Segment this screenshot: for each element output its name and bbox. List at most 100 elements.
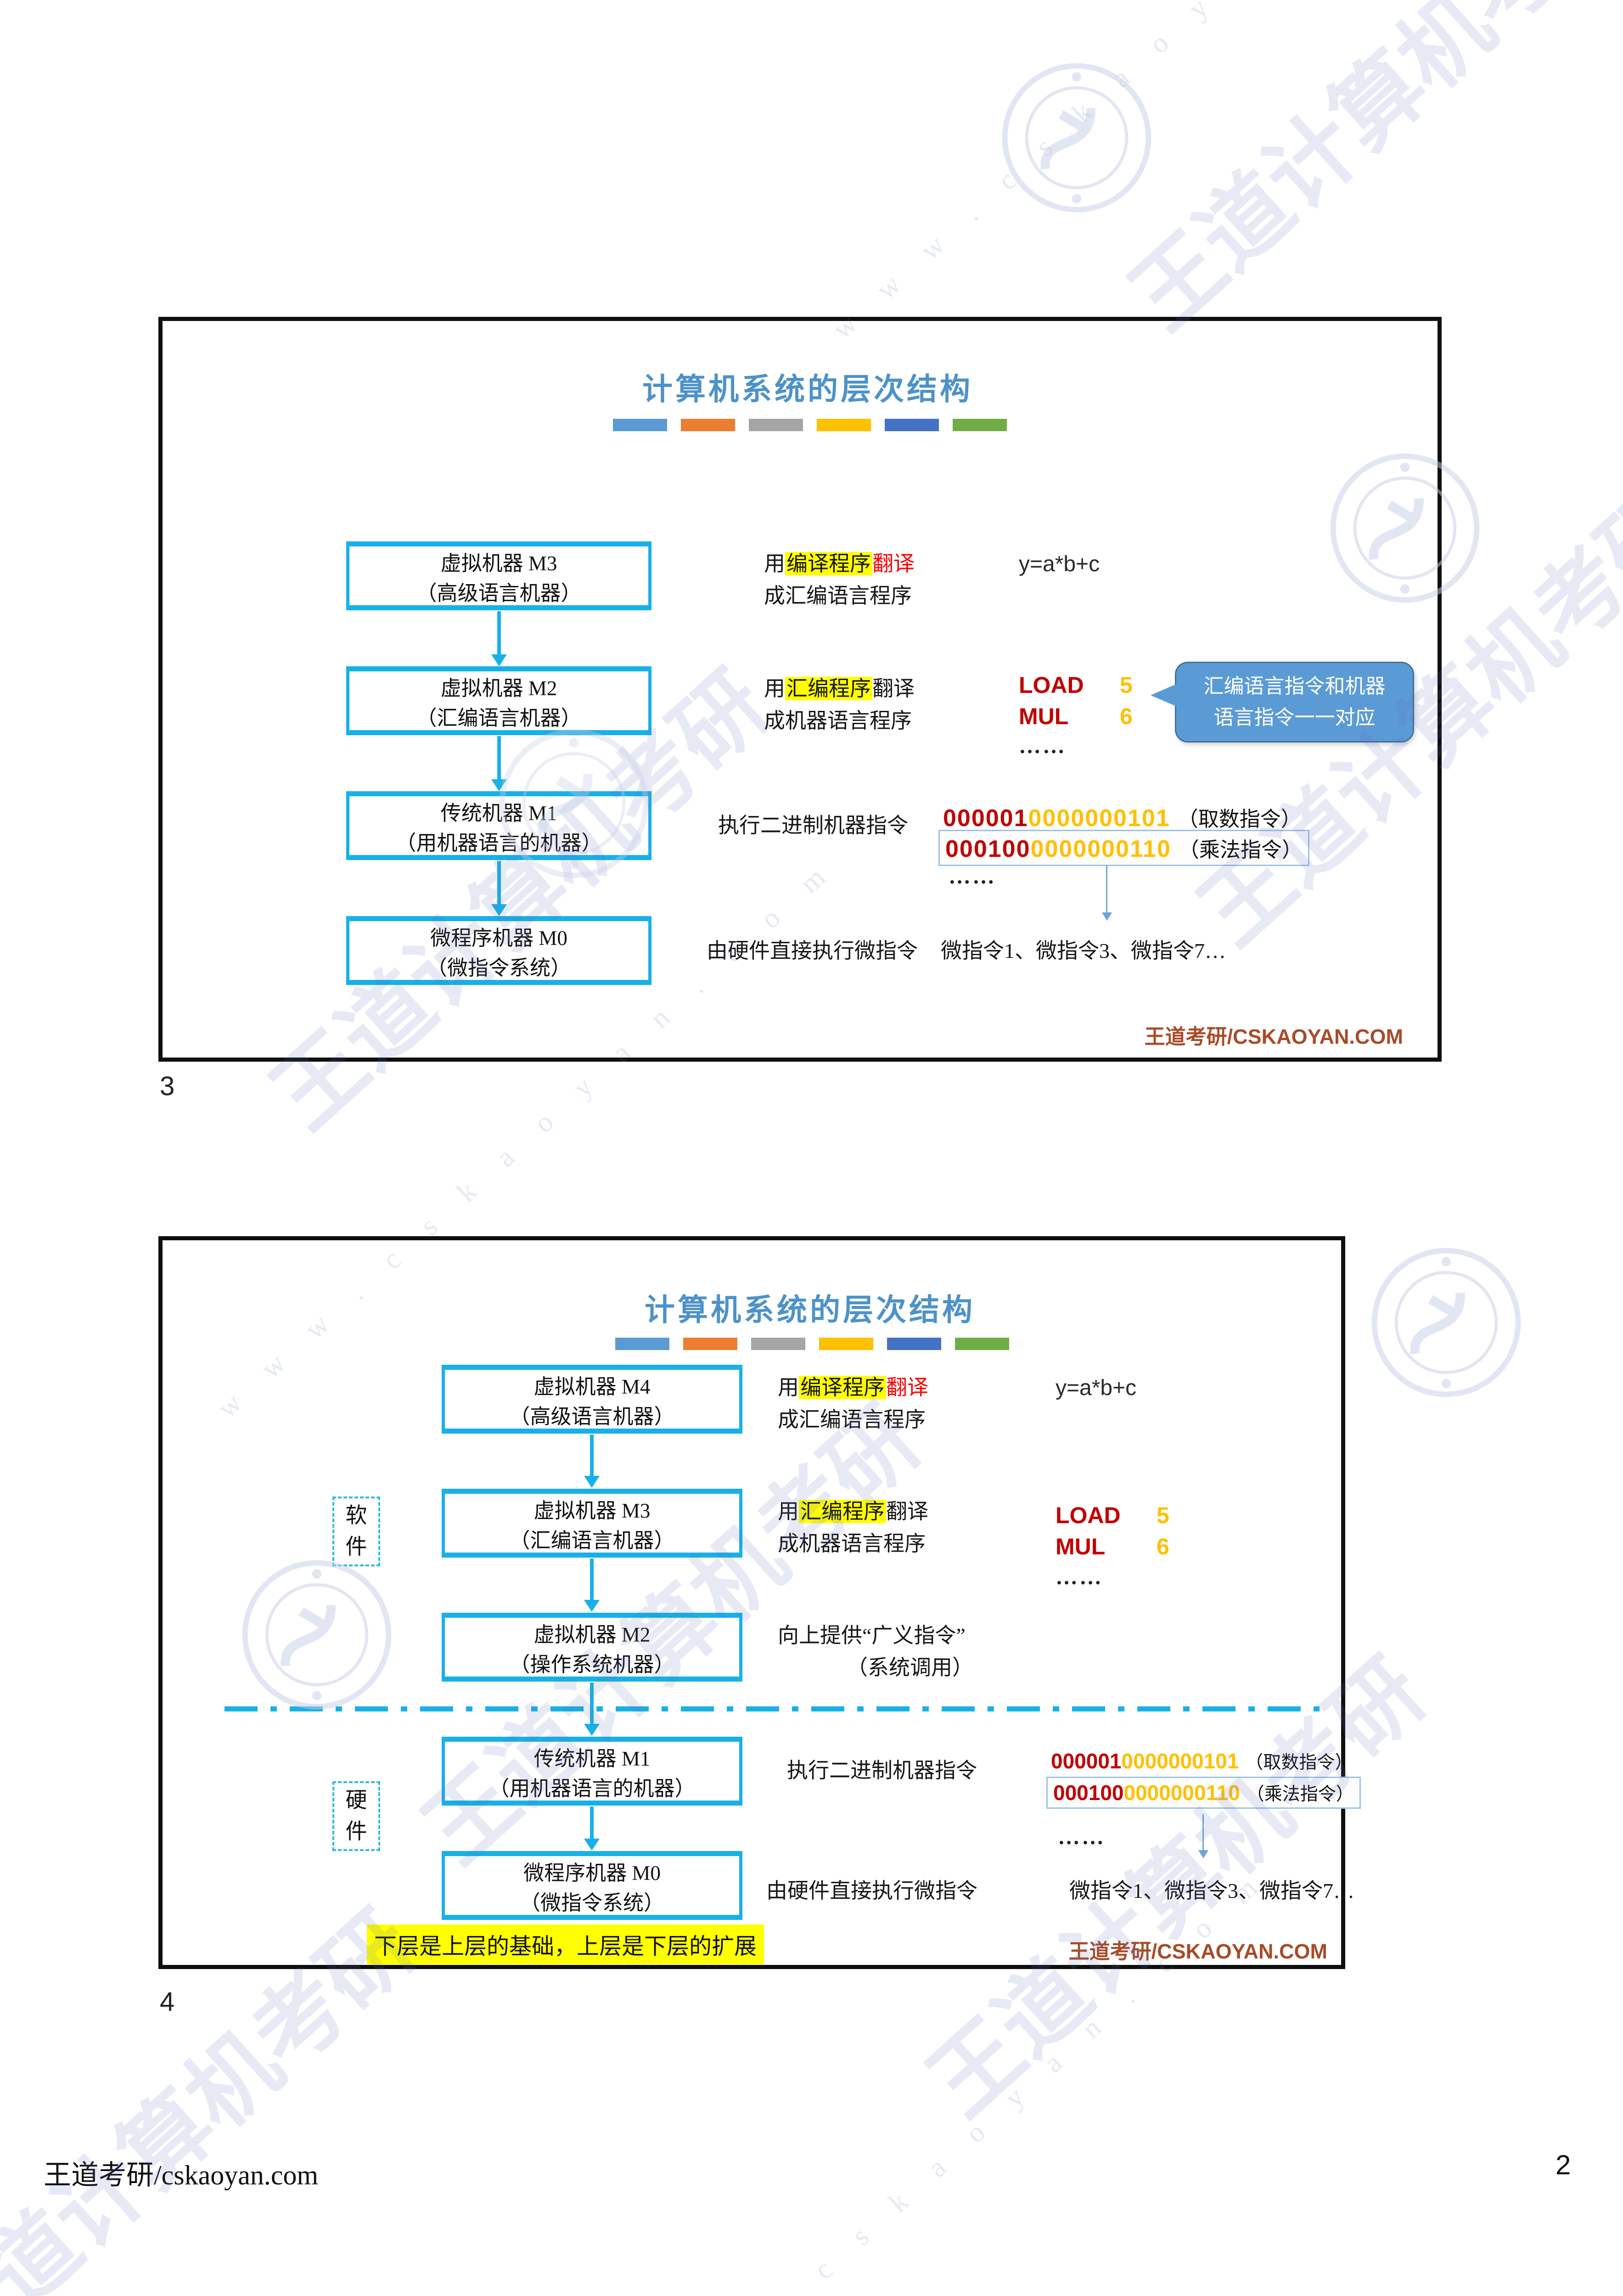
- ellipsis: ……: [1056, 1565, 1103, 1589]
- machine-box-m2: 虚拟机器 M2 （操作系统机器）: [442, 1613, 742, 1682]
- slide-4: 计算机系统的层次结构 虚拟机器 M4 （高级语言机器） 虚拟机器 M3 （汇编语…: [158, 1236, 1361, 1969]
- asm-num-6: 6: [1157, 1534, 1169, 1559]
- bar-gold: [819, 1338, 873, 1350]
- machine-sub: （高级语言机器）: [509, 1405, 675, 1428]
- down-arrow-icon: [590, 1559, 594, 1601]
- machine-name: 虚拟机器 M2: [534, 1623, 651, 1646]
- instruction-note: （乘法指令）: [1246, 1784, 1354, 1804]
- address: 0000000101: [1121, 1749, 1239, 1773]
- ellipsis: ……: [1058, 1825, 1106, 1849]
- machine-sub: （微指令系统）: [519, 1891, 664, 1914]
- red-text: 翻译: [872, 552, 915, 575]
- machine-name: 微程序机器 M0: [430, 927, 567, 950]
- bar-green: [955, 1338, 1009, 1350]
- highlighted-text: 汇编程序: [785, 677, 872, 700]
- row3-line1: 向上提供“广义指令”: [778, 1624, 966, 1647]
- machine-box-m4: 虚拟机器 M4 （高级语言机器）: [442, 1365, 742, 1434]
- slide-page-number: 3: [160, 1071, 175, 1101]
- thin-down-arrow-icon: [1202, 1814, 1204, 1851]
- address: 0000000110: [1123, 1781, 1240, 1805]
- machine-box-m0: 微程序机器 M0 （微指令系统）: [346, 916, 651, 985]
- address: 0000000101: [1028, 805, 1170, 832]
- down-arrow-icon: [497, 736, 501, 780]
- bar-darkblue: [885, 419, 939, 431]
- bar-gold: [817, 419, 871, 431]
- machine-box-m1: 传统机器 M1 （用机器语言的机器）: [346, 791, 651, 860]
- machine-name: 微程序机器 M0: [523, 1862, 661, 1885]
- machine-name: 传统机器 M1: [440, 802, 557, 825]
- opcode: 000100: [1053, 1781, 1124, 1805]
- row5-label: 由硬件直接执行微指令: [766, 1879, 977, 1902]
- highlighted-text: 汇编程序: [799, 1500, 886, 1523]
- asm-op-load: LOAD: [1019, 672, 1084, 698]
- page-footer-brand: 王道考研/cskaoyan.com: [44, 2160, 319, 2190]
- machine-name: 虚拟机器 M3: [440, 552, 557, 575]
- microinstruction-list: 微指令1、微指令3、微指令7…: [941, 939, 1226, 962]
- title-divider-bars: [615, 1338, 1009, 1350]
- machine-sub: （高级语言机器）: [416, 582, 582, 605]
- bar-darkblue: [887, 1338, 941, 1350]
- row3-line2: （系统调用）: [847, 1656, 973, 1679]
- asm-op-mul: MUL: [1019, 703, 1069, 729]
- instruction-note: （乘法指令）: [1178, 838, 1303, 861]
- microinstruction-list: 微指令1、微指令3、微指令7…: [1069, 1879, 1354, 1902]
- down-arrow-icon: [590, 1683, 594, 1725]
- label-text: 硬件: [345, 1788, 367, 1844]
- software-hardware-divider: [225, 1706, 1320, 1711]
- highlighted-text: 编译程序: [785, 552, 872, 575]
- bar-blue: [613, 419, 667, 431]
- machine-sub: （微指令系统）: [426, 957, 571, 979]
- slide-footer-brand: 王道考研/CSKAOYAN.COM: [1144, 1025, 1403, 1048]
- asm-num-6: 6: [1120, 703, 1133, 729]
- machine-sub: （操作系统机器）: [509, 1653, 675, 1676]
- asm-num-5: 5: [1157, 1503, 1169, 1528]
- slide-footer-brand: 王道考研/CSKAOYAN.COM: [1068, 1940, 1327, 1963]
- slide-title: 计算机系统的层次结构: [642, 372, 973, 406]
- row1-line2: 成汇编语言程序: [764, 584, 912, 608]
- machine-sub: （用机器语言的机器）: [489, 1777, 696, 1800]
- machine-box-m0: 微程序机器 M0 （微指令系统）: [442, 1851, 742, 1920]
- machine-sub: （汇编语言机器）: [509, 1529, 675, 1552]
- opcode: 000001: [1051, 1749, 1122, 1773]
- bubble-line2: 语言指令一一对应: [1213, 706, 1376, 729]
- text: 翻译: [886, 1500, 928, 1523]
- row3-label: 执行二进制机器指令: [718, 814, 908, 837]
- hardware-label: 硬件: [332, 1781, 380, 1851]
- down-arrow-icon: [590, 1806, 594, 1840]
- watermark-logo-icon: [1368, 1244, 1524, 1403]
- machine-name: 虚拟机器 M4: [534, 1375, 651, 1398]
- speech-bubble: 汇编语言指令和机器 语言指令一一对应: [1151, 662, 1414, 743]
- text: 翻译: [872, 677, 915, 700]
- bar-gray: [749, 419, 803, 431]
- red-text: 翻译: [886, 1376, 928, 1399]
- row2-line2: 成机器语言程序: [764, 709, 912, 732]
- bar-blue: [615, 1338, 669, 1350]
- ellipsis: ……: [1019, 734, 1067, 758]
- machine-box-m3: 虚拟机器 M3 （高级语言机器）: [346, 541, 651, 610]
- bar-orange: [683, 1338, 737, 1350]
- row4-label: 执行二进制机器指令: [787, 1759, 977, 1782]
- watermark-url: w w w . c s k a o y a n . c o m: [826, 0, 1458, 345]
- thin-down-arrow-icon: [1106, 866, 1107, 913]
- down-arrow-icon: [497, 611, 501, 655]
- row1-line1: 用编译程序翻译: [778, 1371, 928, 1401]
- highlighted-text: 编译程序: [799, 1376, 886, 1399]
- binary-instruction-1: 0000010000000101（取数指令）: [1051, 1748, 1353, 1774]
- page-footer-number: 2: [1556, 2150, 1571, 2180]
- slide-title: 计算机系统的层次结构: [645, 1293, 975, 1327]
- row2-line2: 成机器语言程序: [778, 1532, 926, 1555]
- asm-num-5: 5: [1120, 672, 1133, 698]
- machine-box-m2: 虚拟机器 M2 （汇编语言机器）: [346, 666, 651, 735]
- down-arrow-icon: [590, 1435, 594, 1477]
- slide-page-number: 4: [160, 1987, 175, 2017]
- machine-name: 虚拟机器 M2: [440, 677, 557, 700]
- machine-name: 传统机器 M1: [534, 1747, 651, 1770]
- row2-line1: 用汇编程序翻译: [764, 672, 915, 702]
- down-arrow-icon: [497, 861, 501, 905]
- title-divider-bars: [613, 419, 1007, 431]
- asm-op-load: LOAD: [1056, 1503, 1121, 1528]
- text: 用: [764, 552, 785, 575]
- instruction-note: （取数指令）: [1177, 808, 1302, 831]
